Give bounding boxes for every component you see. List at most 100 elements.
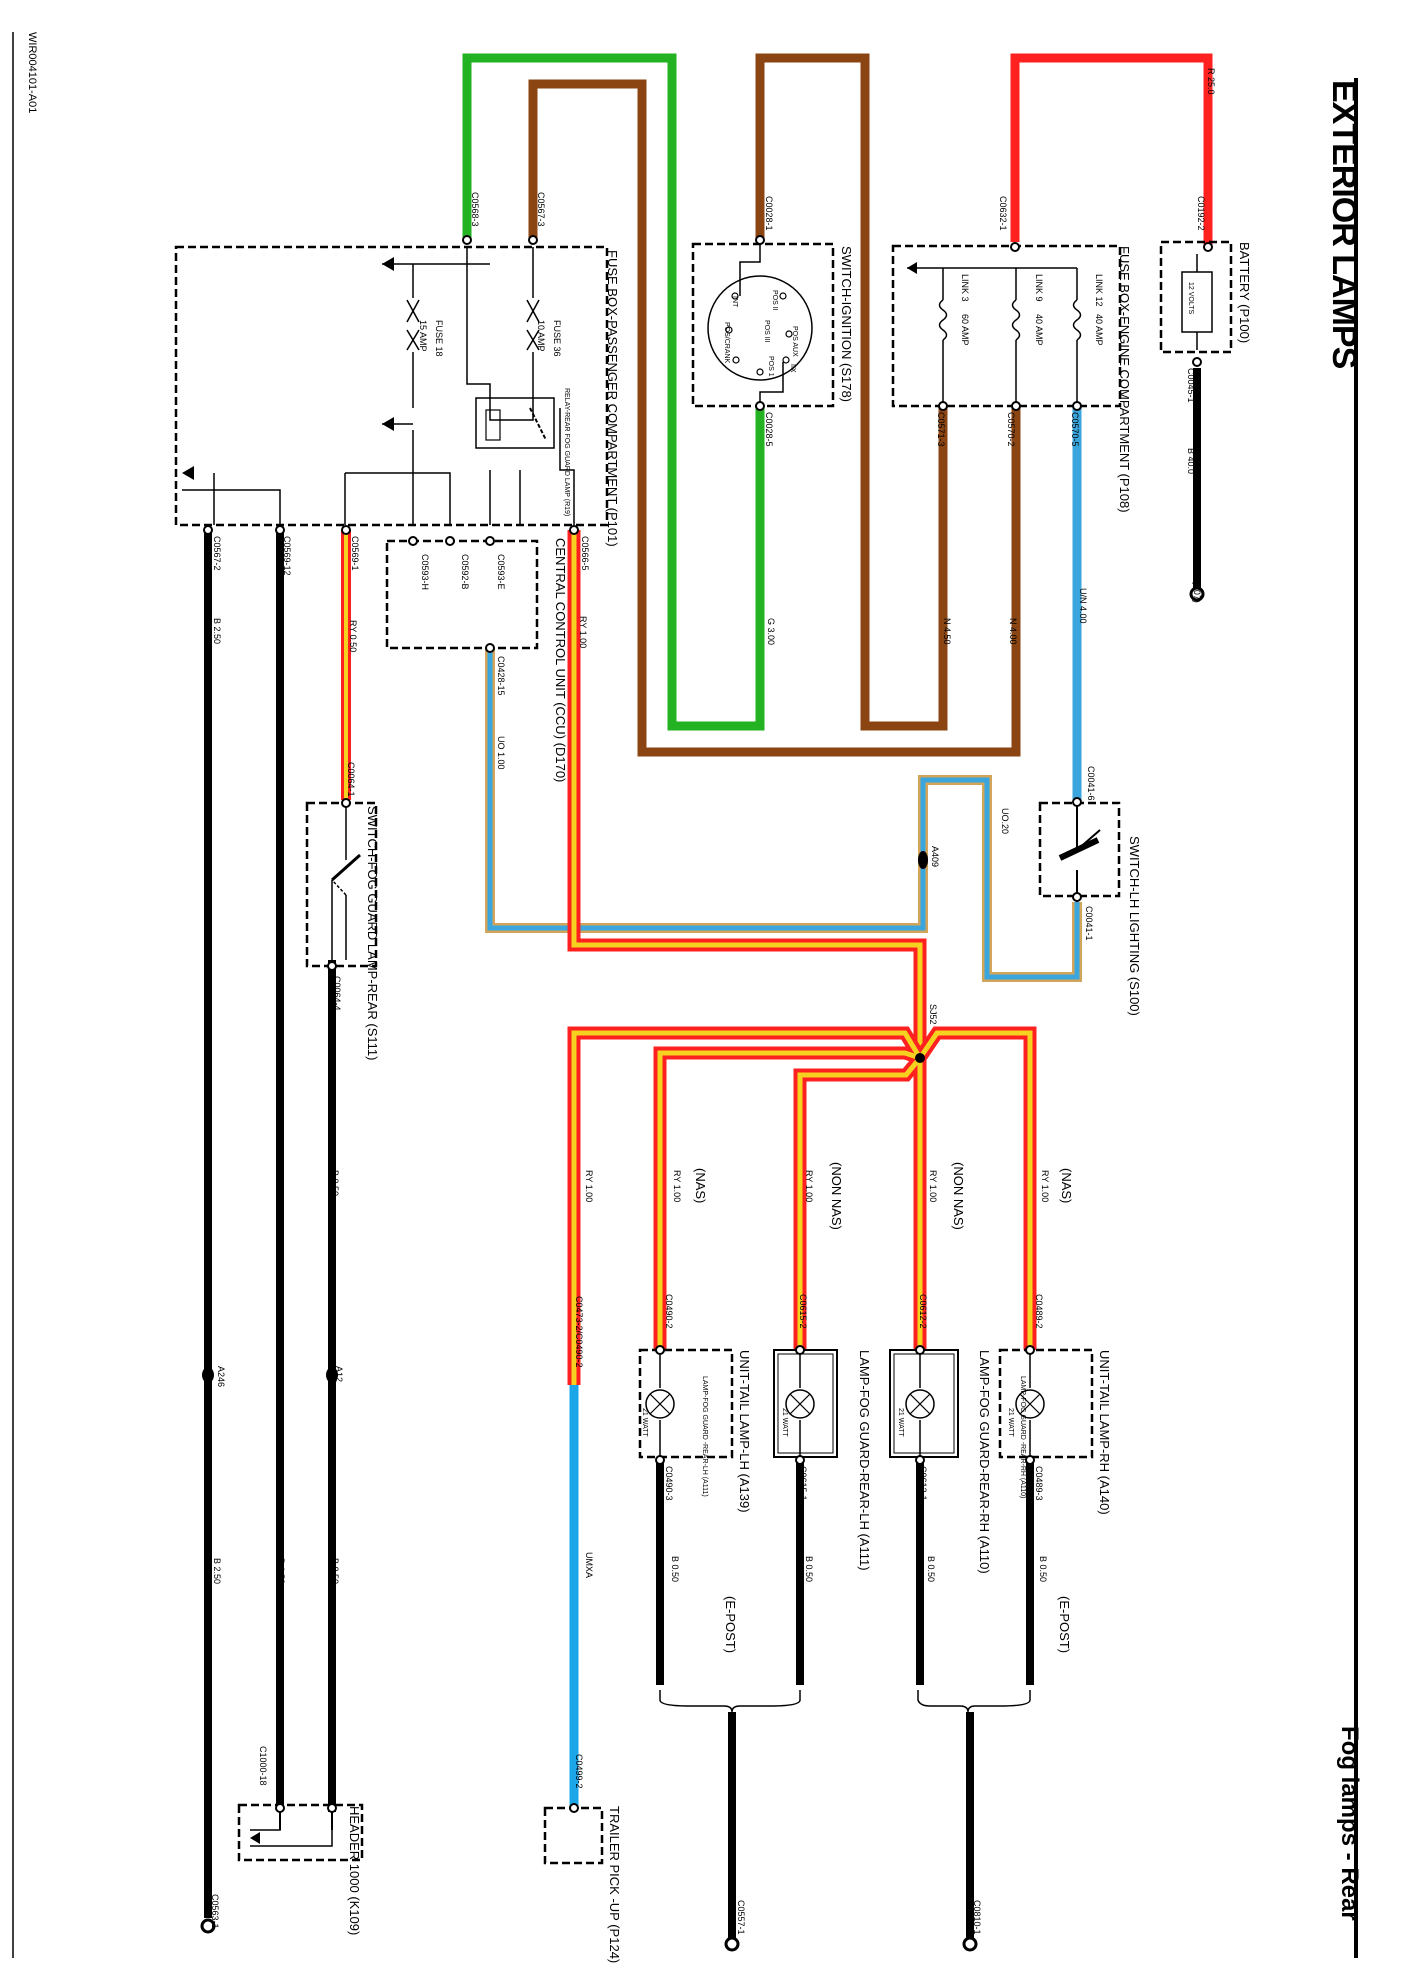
- header-k109-label: HEADER 1000 (K109): [347, 1806, 362, 1936]
- ign-pos-1: POS 1: [767, 356, 774, 377]
- ccu-label: CENTRAL CONTROL UNIT (CCU) (D170): [553, 538, 568, 783]
- wire-label-b050b: B 0.50: [330, 1558, 340, 1585]
- wire-label-b050-t2: B 0.50: [926, 1556, 936, 1583]
- battery-volt: 12 VOLTS: [1187, 282, 1194, 315]
- note-nas-lh: (NAS): [693, 1168, 708, 1204]
- conn-c0566-5: C0566-5: [580, 536, 590, 571]
- ign-iix: IIX: [789, 364, 796, 373]
- conn-c0064-1: C0064-1: [346, 762, 356, 797]
- conn-c0570-2: C0570-2: [1006, 412, 1016, 447]
- conn-c0569-12: C0569-12: [282, 536, 292, 576]
- fuse18-label: FUSE 18: [434, 320, 444, 357]
- wire-label-u400: U/N 4.00: [1078, 588, 1088, 624]
- ign-pos-ii: POS II: [771, 290, 778, 311]
- page-title: EXTERIOR LAMPS: [1325, 80, 1363, 369]
- conn-c0028-1: C0028-1: [764, 196, 774, 231]
- earth-label: EARTH (E07): [1192, 548, 1202, 603]
- battery-label: BATTERY (P100): [1237, 242, 1252, 344]
- wire-label-b150: B 1.50: [276, 1558, 286, 1585]
- tail-lh-watt: 21 WATT: [641, 1408, 648, 1437]
- wire-tail-grounds: [656, 1460, 1034, 1685]
- conn-c0473-2: C0473-2/C0490-2: [574, 1296, 584, 1368]
- conn-c0568-3: C0568-3: [470, 192, 480, 227]
- switch-lh-lighting-label: SWITCH-LH LIGHTING (S100): [1127, 836, 1142, 1016]
- splice-a409: A409: [930, 846, 940, 868]
- note-epost-lh: (E-POST): [723, 1596, 738, 1654]
- conn-c0028-5: C0028-5: [764, 412, 774, 447]
- wire-label-b250b: B 2.50: [212, 1558, 222, 1585]
- fuse18-amp: 15 AMP: [418, 320, 428, 352]
- conn-c0612-1: C0612-1: [918, 1466, 928, 1501]
- conn-c0571-3: C0571-3: [936, 412, 946, 447]
- tail-lh-label: UNIT-TAIL LAMP-LH (A139): [737, 1350, 752, 1513]
- wire-label-uo20: UO.20: [1000, 808, 1010, 835]
- switch-ignition-box: [691, 235, 835, 411]
- tail-rh-watt: 21 WATT: [1007, 1408, 1014, 1437]
- wire-label-ry-rh: RY 1.00: [1040, 1170, 1050, 1203]
- fog-lamp-lh-box: [773, 1349, 838, 1460]
- link3-label: LINK 3: [960, 274, 970, 302]
- splice-a12: A12: [334, 1366, 344, 1383]
- conn-c0570-5: C0570-5: [1070, 412, 1080, 447]
- switch-fog-guard-box: [305, 798, 378, 971]
- conn-c0041-6: C0041-6: [1086, 766, 1096, 801]
- note-epost-rh: (E-POST): [1057, 1596, 1072, 1654]
- wire-label-b050a: B 0.50: [330, 1170, 340, 1197]
- link9-amp: 40 AMP: [1034, 314, 1044, 346]
- conn-c0567-3: C0567-3: [536, 192, 546, 227]
- tail-rh-label: UNIT-TAIL LAMP-RH (A140): [1097, 1350, 1112, 1515]
- ground-terminals: [200, 586, 1205, 1952]
- tail-lh-inner: LAMP-FOG GUARD -REAR-LH (A111): [701, 1376, 708, 1497]
- conn-c0489-2: C0489-2: [1034, 1294, 1044, 1329]
- conn-c1000-18: C1000-18: [258, 1746, 268, 1786]
- wire-label-b050-t4: B 0.50: [670, 1556, 680, 1583]
- conn-c0612-2: C0612-2: [918, 1294, 928, 1329]
- tail-lamp-rh-box: [998, 1348, 1094, 1460]
- fog-lh-watt: 21 WATT: [781, 1408, 788, 1437]
- note-non-nas-lh: (NON NAS): [829, 1162, 844, 1230]
- conn-c0041-1: C0041-1: [1084, 906, 1094, 941]
- fog-rh-label: LAMP-FOG GUARD-REAR-RH (A110): [977, 1350, 992, 1574]
- wire-label-ry-trailer: RY 1.00: [584, 1170, 594, 1203]
- ign-int: INT: [731, 296, 738, 308]
- page-subtitle: Fog lamps - Rear: [1336, 1726, 1363, 1921]
- tail-rh-inner: LAMP-FOG GUARD -REAR-RH (A110): [1019, 1376, 1026, 1499]
- conn-c0567-2: C0567-2: [212, 536, 222, 571]
- conn-c0192-2: C0192-2: [1196, 196, 1206, 231]
- wire-n450: [755, 53, 948, 731]
- link9-label: LINK 9: [1034, 274, 1044, 302]
- link3-amp: 60 AMP: [960, 314, 970, 346]
- wire-label-n450: N 4.50: [942, 618, 952, 645]
- conn-c0593-h: C0593-H: [420, 554, 430, 591]
- note-non-nas-rh: (NON NAS): [951, 1162, 966, 1230]
- wire-label-uo100: UO 1.00: [496, 736, 506, 770]
- conn-c0615-2: C0615-2: [798, 1294, 808, 1329]
- conn-c0632-1: C0632-1: [998, 196, 1008, 231]
- fuse36-label: FUSE 36: [552, 320, 562, 357]
- conn-c0064-4: C0064-4: [332, 976, 342, 1011]
- fog-rh-watt: 21 WATT: [897, 1408, 904, 1437]
- conn-c0489-3: C0489-3: [1034, 1466, 1044, 1501]
- wire-uo-blue: [485, 406, 1082, 982]
- splice-dots: [202, 851, 928, 1383]
- wire-ry: [341, 530, 1037, 1385]
- conn-c0615-1: C0615-1: [798, 1466, 808, 1501]
- battery-box: [1159, 240, 1233, 367]
- wire-label-r250: R 25.0: [1206, 68, 1216, 95]
- conn-c0592-b: C0592-B: [460, 554, 470, 590]
- fog-lh-label: LAMP-FOG GUARD-REAR-LH (A111): [857, 1350, 872, 1571]
- wire-label-ry050: RY 0.50: [348, 620, 358, 653]
- fbpc-label: FUSE BOX-PASSENGER COMPARTMENT (P101): [605, 250, 620, 547]
- fuse36-amp: 10 AMP: [536, 320, 546, 352]
- wire-r250: [1010, 53, 1213, 247]
- relay-label: RELAY-REAR FOG GUARD LAMP (R19): [563, 388, 570, 517]
- tail-lamp-lh-box: [638, 1348, 734, 1460]
- wire-label-b250a: B 2.50: [212, 618, 222, 645]
- conn-c0569-1: C0569-1: [350, 536, 360, 571]
- conn-c0810-1: C0810-1: [972, 1900, 982, 1935]
- wire-n400: [528, 79, 1021, 757]
- ccu-box: [385, 536, 539, 653]
- wire-label-b400: B 40.0: [1186, 448, 1196, 475]
- conn-c0563-1: C0563-1: [210, 1894, 220, 1929]
